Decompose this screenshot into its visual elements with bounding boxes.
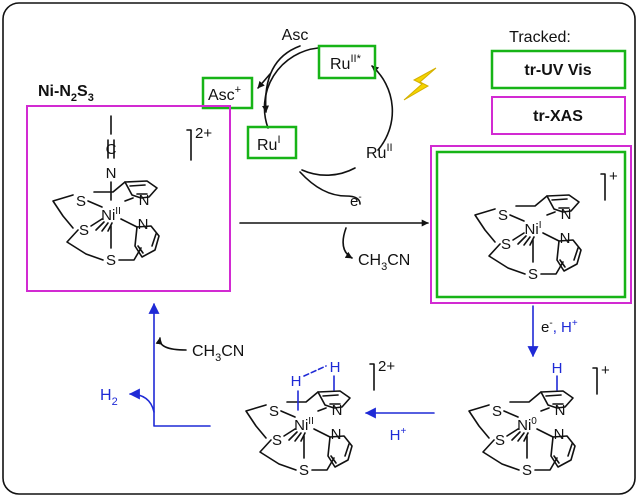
cycle-arc-left <box>263 47 319 129</box>
tr-xas-label: tr-XAS <box>533 108 583 125</box>
nickel-center: NiII <box>101 206 121 224</box>
charge-bracket <box>369 363 375 391</box>
proton-h: H <box>552 360 563 377</box>
reduced-complex-xas-box <box>430 145 632 304</box>
tr-uv-vis-label: tr-UV Vis <box>524 62 591 79</box>
charge-label: + <box>609 168 618 185</box>
asc-plus-out-arrow <box>257 73 271 89</box>
charge-bracket <box>600 173 606 201</box>
tr-xas-box <box>491 96 626 135</box>
charge-label: 2+ <box>378 358 395 375</box>
lightning-icon <box>403 67 437 101</box>
pyridine-n-bottom: N <box>138 216 149 233</box>
tracked-title: Tracked: <box>509 29 571 46</box>
sulfur-left: S <box>272 432 282 449</box>
ru-one-box <box>246 125 298 160</box>
sulfur-bottom: S <box>299 462 309 479</box>
asc-in-arrow <box>262 45 301 113</box>
catalyst-label: Ni-N2S3 <box>38 83 94 104</box>
ascorbate-label: Asc <box>282 27 309 44</box>
reduced-complex-uv-box <box>435 150 627 299</box>
acetonitrile-loss-arrow <box>342 227 353 259</box>
pyridine-n-top: N <box>139 192 150 209</box>
nickel-center: NiI <box>525 220 542 238</box>
h-plus-label: H+ <box>390 426 407 444</box>
charge-label: 2+ <box>195 125 212 142</box>
charge-bracket <box>592 367 598 395</box>
start-complex-box <box>26 105 231 292</box>
pyridine-n-top: N <box>561 206 572 223</box>
tr-uv-vis-box <box>490 49 627 90</box>
nickel-center: NiII <box>294 416 314 434</box>
sulfur-bottom: S <box>528 266 538 283</box>
ru-excited-label: RuII* <box>330 53 362 73</box>
acetonitrile-gain-label: CH3CN <box>192 343 244 364</box>
charge-bracket <box>186 129 192 161</box>
pyridine-n-bottom: N <box>331 426 342 443</box>
e-h-plus-label: e-, H+ <box>541 318 578 336</box>
sulfur-top: S <box>498 207 508 224</box>
pyridine-n-top: N <box>555 402 566 419</box>
sulfur-bottom: S <box>522 462 532 479</box>
h2-label: H2 <box>100 387 118 408</box>
electron-label: e- <box>350 192 362 210</box>
nickel-center: Ni0 <box>517 416 537 434</box>
sulfur-top: S <box>269 403 279 420</box>
ru-two-label: RuII <box>366 142 393 162</box>
electron-transfer-arrow <box>299 171 361 205</box>
sulfur-left: S <box>79 222 89 239</box>
h2-release-arrow <box>128 388 155 413</box>
sulfur-bottom: S <box>106 252 116 269</box>
acetonitrile-gain-arrow <box>155 337 187 351</box>
pyridine-n-bottom: N <box>560 230 571 247</box>
asc-plus-box <box>201 76 254 110</box>
sulfur-top: S <box>76 193 86 210</box>
dihydrogen-complex: H H NiII S S S N N 2+ <box>245 358 395 479</box>
cycle-arc-right <box>371 65 394 151</box>
nickel-bound-h: H <box>291 373 302 390</box>
pyridine-n-bottom: N <box>554 426 565 443</box>
ru-one-label: RuI <box>257 134 281 154</box>
nitrile-n: N <box>106 165 117 182</box>
acetonitrile-loss-label: CH3CN <box>358 252 410 273</box>
start-complex: N C NiII S S S N N 2+ <box>52 115 212 269</box>
pyridine-n-top: N <box>332 402 343 419</box>
asc-plus-label: Asc+ <box>208 84 241 104</box>
charge-label: + <box>601 362 610 379</box>
ru-excited-box <box>317 44 377 80</box>
sulfur-left: S <box>495 432 505 449</box>
cycle-arc-bottom <box>301 167 356 177</box>
hydride-complex: H Ni0 S S S N N + <box>468 360 610 479</box>
regeneration-arrow <box>148 302 211 427</box>
sulfur-top: S <box>492 403 502 420</box>
sulfur-left: S <box>501 236 511 253</box>
nitrile-c: C <box>106 141 117 158</box>
nitrogen-bound-h: H <box>330 359 341 376</box>
reduced-complex: NiI S S S N N + <box>474 168 618 283</box>
